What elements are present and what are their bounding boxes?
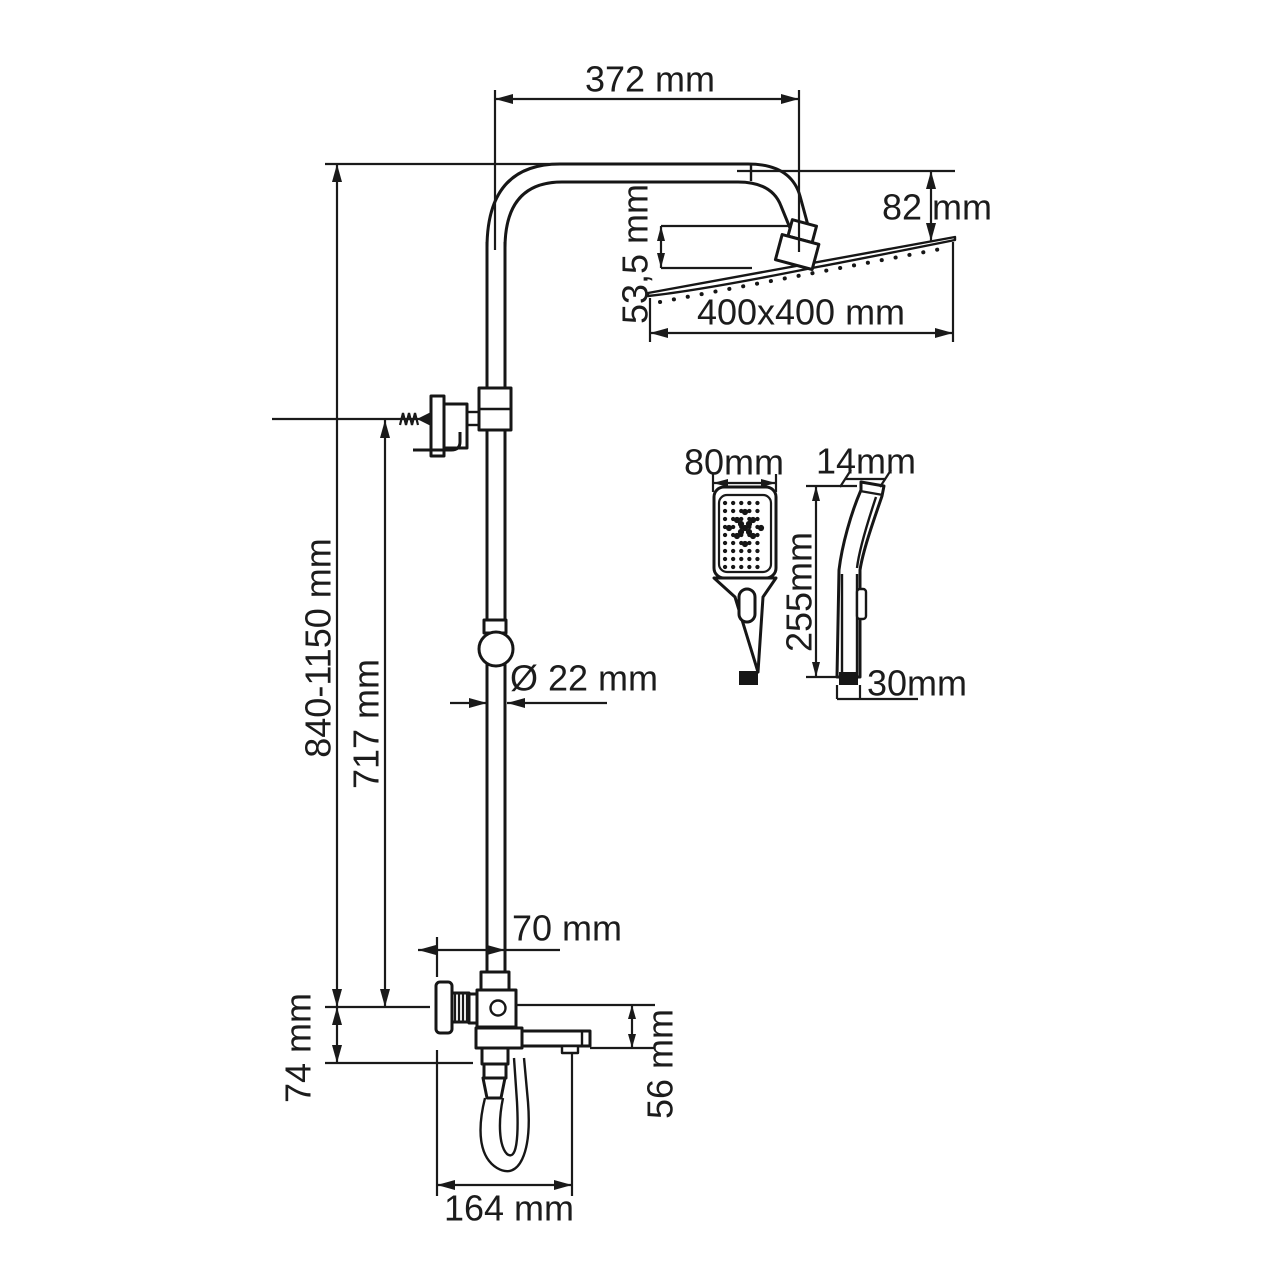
screw-thread	[398, 412, 420, 426]
mixer-port	[489, 999, 507, 1017]
dim-pipe-diameter-label: Ø 22 mm	[510, 658, 658, 699]
dim-spout-reach-label: 164 mm	[444, 1188, 574, 1229]
dim-spout-height-label: 56 mm	[640, 1009, 681, 1119]
dim-head-size-label: 400x400 mm	[697, 292, 905, 333]
dim-mixer-offset: 70 mm	[418, 908, 622, 977]
dim-bracket-height-label: 717 mm	[346, 659, 387, 789]
handshower-front-view	[712, 485, 778, 685]
dim-handshower-length: 255mm	[779, 484, 857, 679]
dim-spout-height: 56 mm	[516, 1003, 681, 1119]
mode-button	[737, 587, 757, 624]
riser-pipe	[485, 242, 507, 973]
hose-connector	[480, 1046, 510, 1100]
dim-mixer-offset-label: 70 mm	[512, 908, 622, 949]
slider-holder	[477, 618, 515, 668]
dim-column-height: 840-1150 mm	[298, 162, 560, 1009]
dim-handshower-depth: 14mm	[816, 441, 916, 488]
spray-dots	[722, 500, 768, 570]
dim-head-offset-label: 53,5 mm	[615, 184, 656, 324]
dim-column-height-label: 840-1150 mm	[298, 538, 339, 757]
dim-head-drop-label: 82 mm	[882, 187, 992, 228]
dim-head-size: 400x400 mm	[648, 242, 955, 342]
handshower-side-view	[835, 480, 918, 701]
mixer-knob	[434, 980, 454, 1035]
dim-head-offset: 53,5 mm	[615, 184, 792, 324]
dim-handshower-width-label: 80mm	[684, 442, 784, 483]
wall-bracket	[398, 386, 513, 458]
dim-handshower-length-label: 255mm	[779, 532, 820, 652]
aerator	[560, 1044, 580, 1055]
dim-arm-reach-label: 372 mm	[585, 59, 715, 100]
dim-spout-reach: 164 mm	[435, 1050, 574, 1229]
handle-tip	[739, 671, 758, 685]
bracket-hook	[413, 432, 462, 452]
handle-tip-side	[839, 672, 858, 685]
bath-spout	[474, 1026, 592, 1055]
dim-handshower-depth-label: 14mm	[816, 441, 916, 482]
dim-handshower-width: 80mm	[684, 442, 784, 492]
mode-button-side	[855, 587, 868, 621]
dim-mixer-drop-label: 74 mm	[278, 993, 319, 1103]
mixer	[434, 970, 592, 1173]
dim-bracket-height: 717 mm	[272, 417, 431, 1007]
shower-hose	[479, 1057, 530, 1173]
dim-handshower-cap: 30mm	[867, 663, 967, 704]
dim-mixer-drop: 74 mm	[278, 993, 473, 1103]
dim-head-drop: 82 mm	[737, 169, 992, 241]
dim-pipe-diameter: Ø 22 mm	[450, 658, 658, 708]
dim-handshower-cap-label: 30mm	[867, 663, 967, 704]
